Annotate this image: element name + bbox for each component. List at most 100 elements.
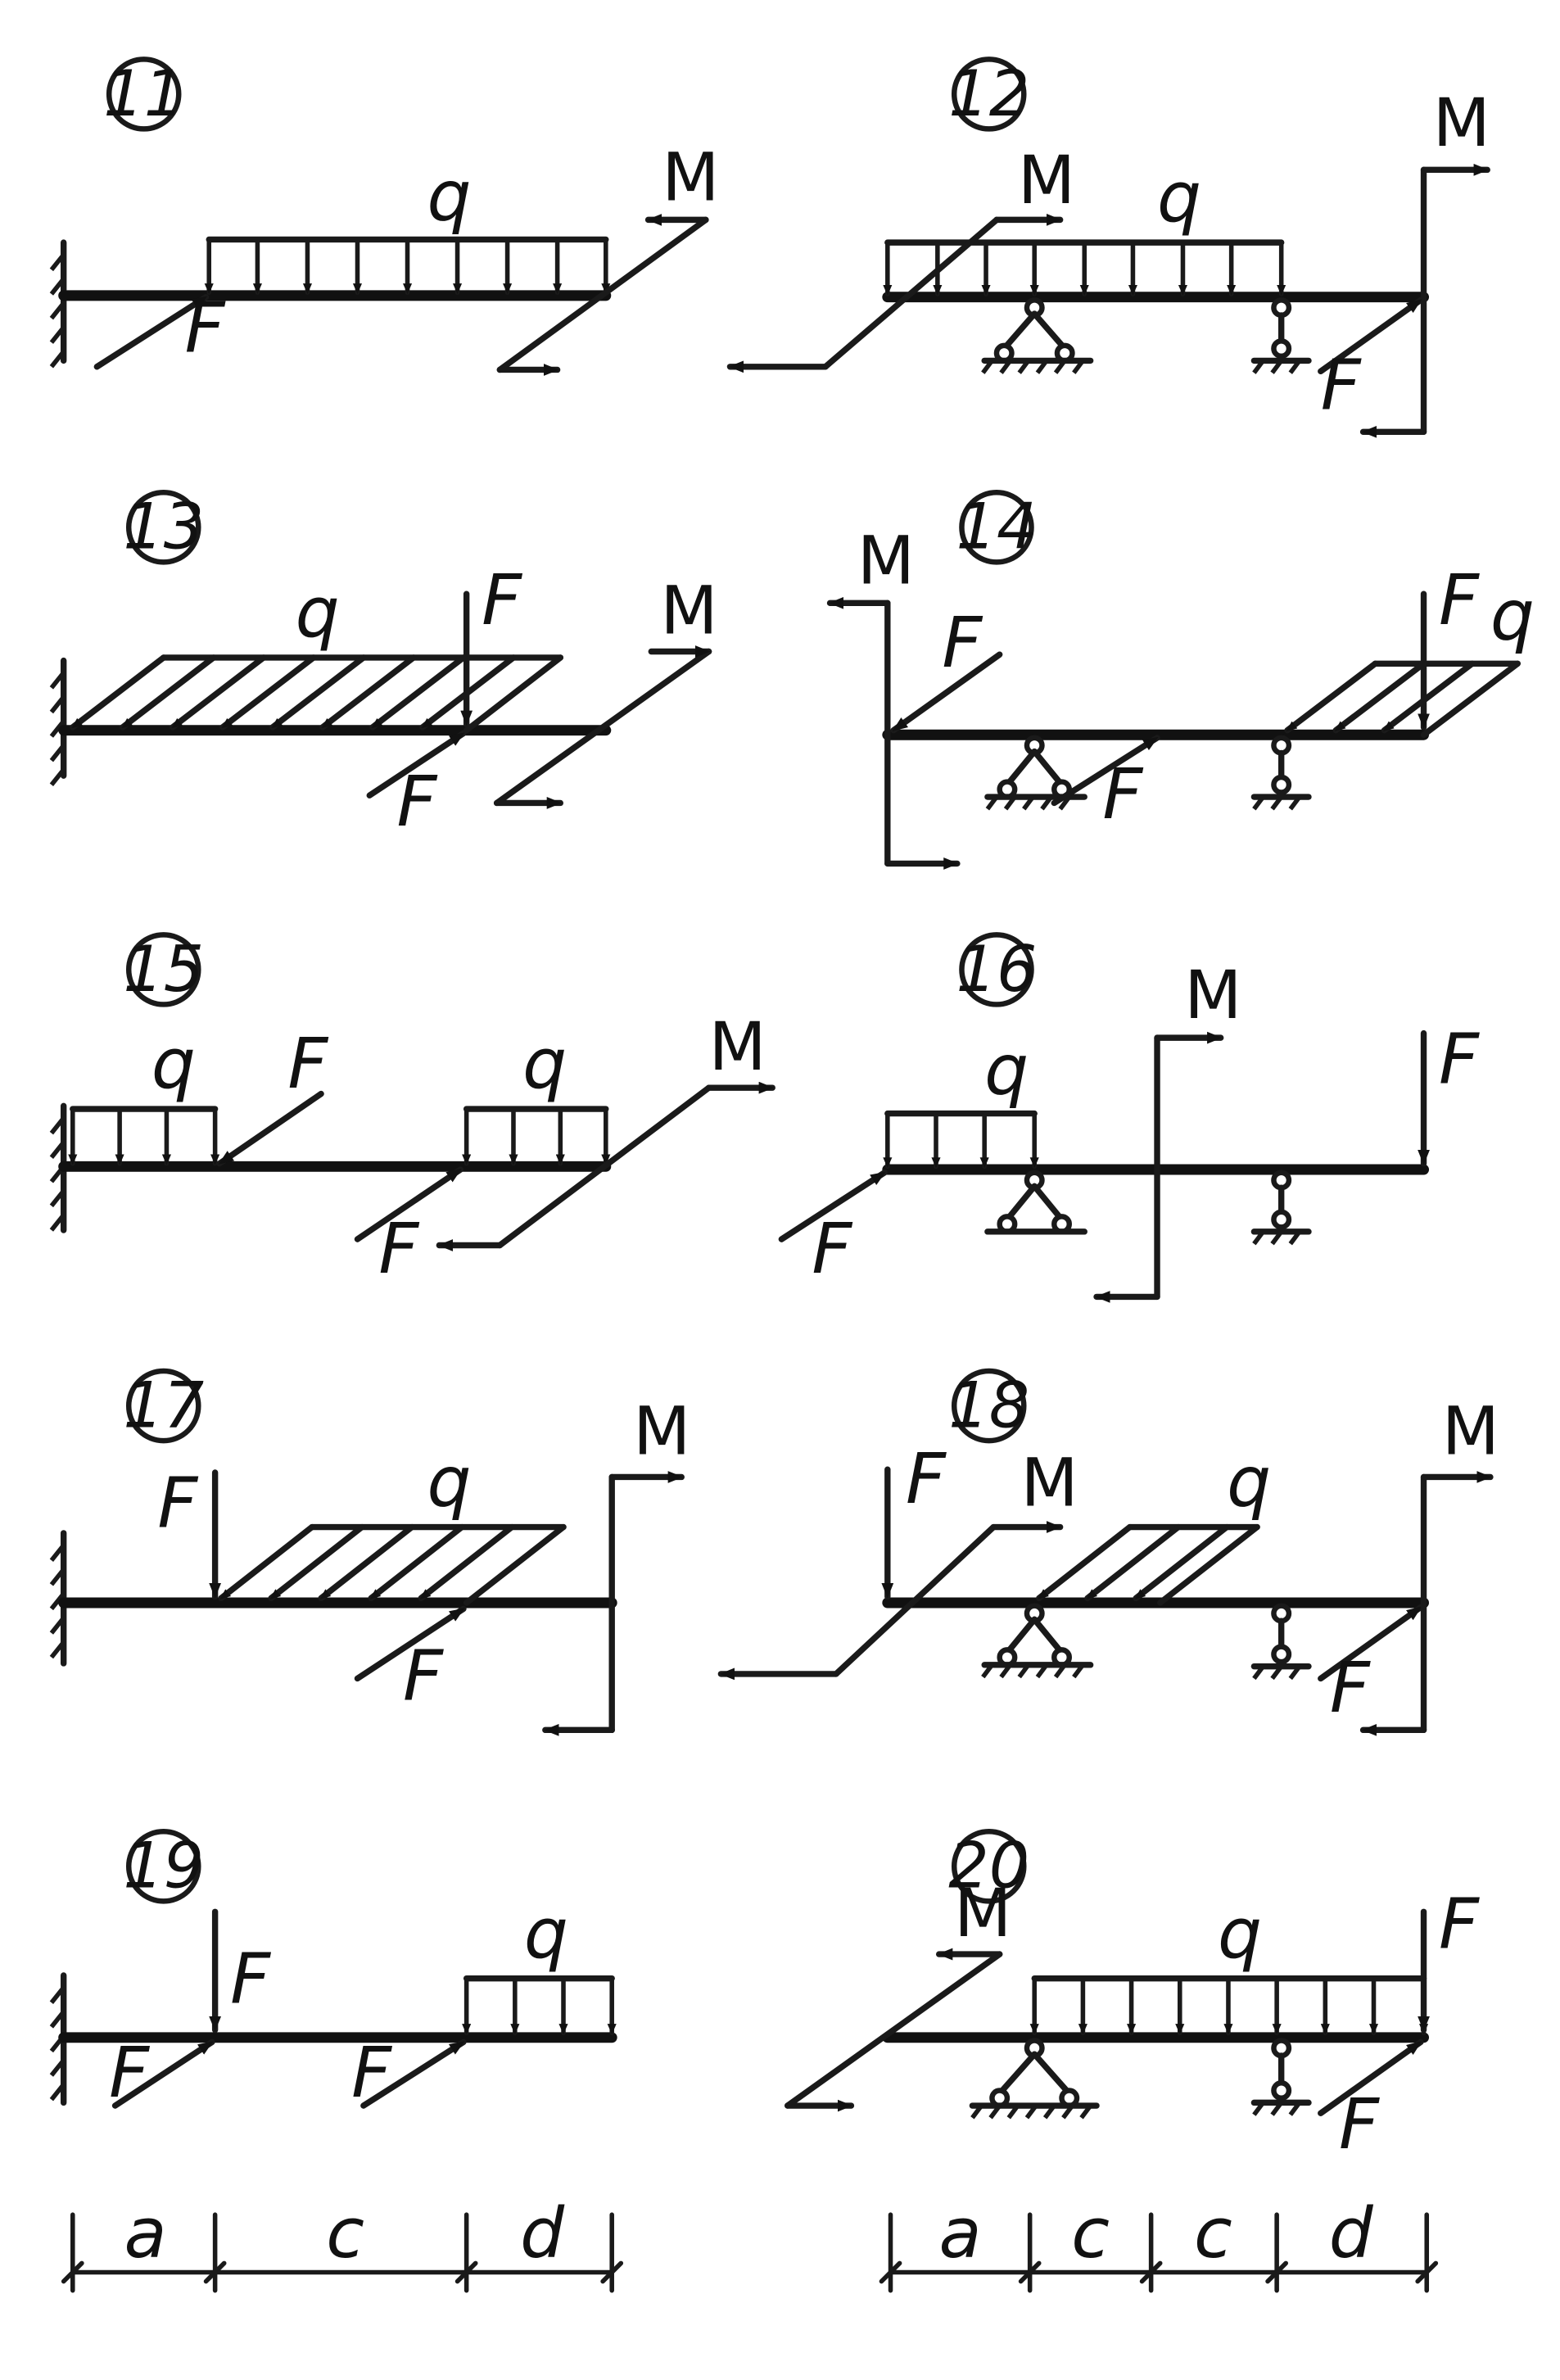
label-m: M — [660, 572, 717, 649]
dimension-line-left: a c d — [61, 2193, 624, 2293]
pinned-support — [981, 297, 1094, 374]
moment-m: M — [436, 1008, 775, 1251]
dimension-line-right: a c c d — [879, 2193, 1439, 2293]
dimension-label-c: c — [326, 2193, 364, 2274]
label-q: q — [427, 156, 472, 237]
problem-14: 14 M F F — [826, 490, 1535, 870]
problem-number-badge: 11 — [103, 57, 184, 132]
moment-m: M — [493, 572, 718, 809]
pinned-support — [984, 735, 1087, 811]
dimension-label-c: c — [1071, 2193, 1110, 2274]
label-f: F — [109, 2033, 150, 2114]
problem-12: 12 q — [726, 57, 1490, 438]
problem-number-badge: 19 — [123, 1829, 204, 1904]
label-f: F — [1321, 346, 1362, 427]
label-q: q — [1490, 576, 1535, 657]
problem-number: 20 — [948, 1830, 1029, 1903]
fixed-support-wall — [49, 657, 67, 786]
label-q: q — [1157, 157, 1201, 238]
label-f: F — [1439, 560, 1480, 641]
moment-m: M — [1359, 84, 1490, 438]
label-m: M — [1018, 142, 1075, 219]
problem-number-badge: 12 — [948, 57, 1029, 132]
label-f: F — [1102, 754, 1143, 835]
label-f: F — [906, 1439, 947, 1520]
label-m: M — [709, 1008, 766, 1086]
problem-number-badge: 20 — [948, 1829, 1029, 1904]
label-m: M — [1442, 1393, 1499, 1471]
problem-17: 17 F q F M — [49, 1368, 690, 1736]
moment-m: M — [726, 142, 1075, 373]
force-f: F — [1418, 560, 1480, 731]
label-m: M — [1433, 84, 1490, 162]
label-f: F — [1339, 2084, 1380, 2165]
label-f: F — [157, 1464, 198, 1545]
force-f: F — [1418, 1020, 1480, 1167]
fixed-support-wall — [49, 239, 67, 369]
distributed-load-q: q — [462, 1894, 617, 2036]
moment-m: M — [496, 138, 719, 376]
distributed-load-q: q — [883, 1030, 1039, 1170]
problem-16: 16 q F M — [778, 932, 1480, 1303]
label-q: q — [1218, 1894, 1262, 1975]
distributed-load-q: q — [70, 572, 564, 734]
distributed-load-q: q — [883, 157, 1286, 296]
problem-number-badge: 14 — [956, 490, 1038, 565]
moment-m: M — [1093, 957, 1242, 1303]
moment-m: M — [785, 1875, 1011, 2112]
problem-number-badge: 13 — [123, 490, 204, 565]
label-f: F — [287, 1024, 328, 1105]
distributed-load-q: q — [1029, 1894, 1429, 2036]
force-f: F — [93, 287, 226, 370]
pinned-support — [984, 1170, 1087, 1235]
distributed-load-q: q — [218, 1442, 567, 1606]
force-f: F — [109, 2033, 215, 2114]
roller-support — [1250, 297, 1312, 374]
problem-19: 19 F F F q — [49, 1829, 617, 2114]
label-q: q — [524, 1894, 568, 1975]
problem-number: 16 — [956, 933, 1038, 1007]
problem-15: 15 q F F q — [49, 932, 775, 1290]
force-f: F — [890, 603, 1003, 734]
dimension-label-d: d — [1329, 2193, 1374, 2274]
problem-11: 11 q F M — [49, 57, 719, 376]
distributed-load-q: q — [68, 1024, 220, 1166]
problem-number: 19 — [123, 1830, 204, 1903]
label-q: q — [1227, 1442, 1271, 1523]
force-f: F — [1318, 1604, 1424, 1729]
moment-m: M — [717, 1445, 1078, 1681]
label-f: F — [230, 1939, 271, 2020]
label-f: F — [1330, 1648, 1371, 1729]
label-m: M — [1184, 957, 1241, 1034]
force-f: F — [1051, 735, 1160, 835]
force-f: F — [216, 1024, 328, 1167]
problem-18: 18 F M q — [717, 1368, 1499, 1736]
distributed-load-q: q — [1284, 576, 1535, 738]
label-q: q — [427, 1442, 472, 1523]
roller-support — [1250, 735, 1312, 811]
label-f: F — [185, 287, 226, 369]
dimension-label-c: c — [1194, 2193, 1232, 2274]
label-m: M — [1021, 1445, 1078, 1523]
dimension-label-d: d — [520, 2193, 565, 2274]
force-f: F — [460, 560, 522, 727]
problem-20: 20 M q F — [785, 1829, 1480, 2165]
force-f: F — [354, 1166, 463, 1290]
problem-number-badge: 16 — [956, 932, 1038, 1007]
dimension-label-a: a — [124, 2193, 166, 2274]
distributed-load-q: q — [462, 1024, 611, 1166]
problem-number-badge: 18 — [948, 1368, 1029, 1444]
problem-number: 14 — [956, 491, 1038, 564]
problem-number: 15 — [123, 933, 204, 1007]
force-f: F — [881, 1439, 947, 1600]
label-m: M — [857, 522, 915, 600]
problem-number: 17 — [123, 1369, 204, 1442]
dimension-label-a: a — [939, 2193, 982, 2274]
pinned-support — [969, 2038, 1100, 2120]
label-f: F — [378, 1209, 419, 1290]
problem-number: 13 — [123, 491, 204, 564]
force-f: F — [778, 1170, 888, 1290]
label-f: F — [1439, 1885, 1480, 1966]
label-f: F — [397, 762, 438, 843]
force-f: F — [157, 1464, 222, 1600]
